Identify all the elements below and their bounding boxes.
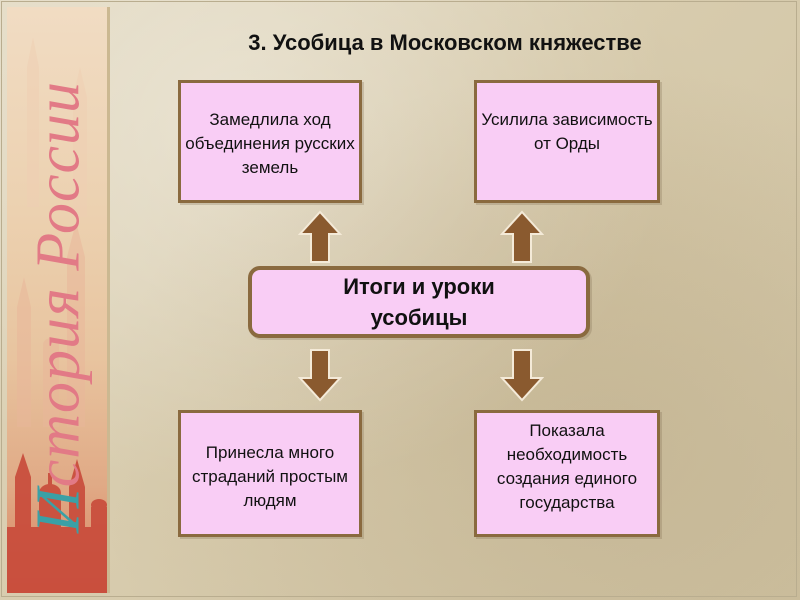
outcome-box-bottom-left: Принесла много страданий простым людям <box>178 410 362 537</box>
outcome-box-top-right: Усилила зависимость от Орды <box>474 80 660 203</box>
outcome-text-top-right: Усилила зависимость от Орды <box>481 110 653 153</box>
arrow-up-right-icon <box>500 210 544 263</box>
center-box-text: Итоги и уроки усобицы <box>343 274 495 330</box>
center-box: Итоги и уроки усобицы <box>248 266 590 338</box>
outcome-text-bottom-left: Принесла много страданий простым людям <box>192 443 348 510</box>
arrow-down-left-icon <box>298 349 342 402</box>
outcome-text-top-left: Замедлила ход объединения русских земель <box>185 110 355 177</box>
kremlin-silhouette-icon <box>7 37 107 593</box>
side-banner-text: стория России <box>24 80 93 488</box>
outcome-box-top-left: Замедлила ход объединения русских земель <box>178 80 362 203</box>
slide-title: 3. Усобица в Московском княжестве <box>248 30 642 55</box>
outcome-box-bottom-right: Показала необходимость создания единого … <box>474 410 660 537</box>
side-banner-cap-letter: И <box>24 487 93 534</box>
outcome-text-bottom-right: Показала необходимость создания единого … <box>496 421 638 512</box>
arrow-down-right-icon <box>500 349 544 402</box>
side-banner-title: История России <box>24 81 95 533</box>
arrow-up-left-icon <box>298 210 342 263</box>
side-banner: История России <box>7 7 110 593</box>
